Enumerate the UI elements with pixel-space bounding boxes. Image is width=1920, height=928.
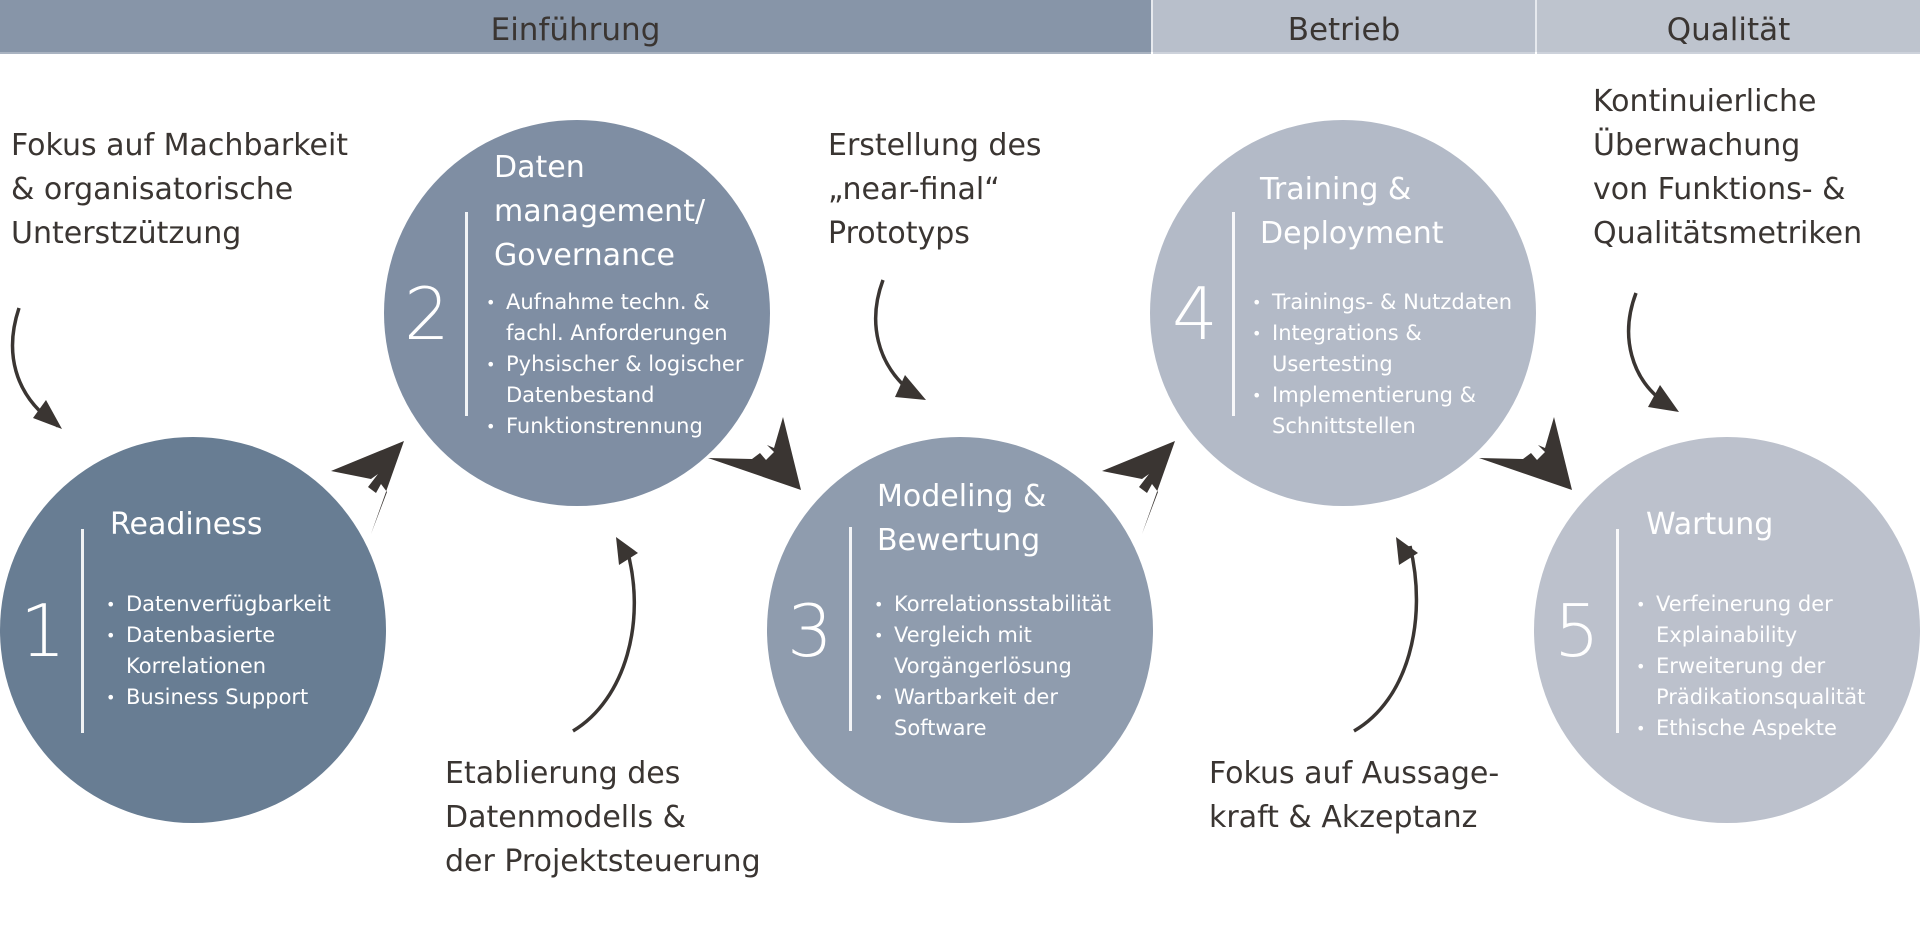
note-machbarkeit: Fokus auf Machbarkeit & organisatorische… <box>11 124 348 256</box>
phase-item-continuation: Datenbestand <box>506 383 655 407</box>
phase-title-line: Modeling & <box>877 479 1047 514</box>
phase-divider-line <box>1232 212 1235 416</box>
phase-divider-line <box>1616 529 1619 733</box>
phase-item: Funktionstrennung <box>486 411 743 442</box>
phase-item: Wartbarkeit der <box>874 682 1111 713</box>
arrowhead-icon <box>1648 385 1679 412</box>
phase-item-continuation: Usertesting <box>1272 352 1393 376</box>
phase-title-line: Governance <box>494 238 675 273</box>
phase-item: Implementierung & <box>1252 380 1512 411</box>
phase-circle-readiness: 1 Readiness Datenverfügbarkeit Datenbasi… <box>0 437 386 823</box>
arrowhead-icon <box>33 400 62 429</box>
note-line: Datenmodells & <box>445 800 687 835</box>
phase-title-line: Training & <box>1260 172 1412 207</box>
phase-item: Business Support <box>106 682 331 713</box>
phase-item-continuation: Korrelationen <box>126 654 267 678</box>
phase-number: 1 <box>20 589 66 673</box>
note-line: Überwachung <box>1593 128 1801 163</box>
phase-title-line: Daten <box>494 150 585 185</box>
arrowhead-icon <box>895 375 926 400</box>
note-line: Fokus auf Aussage- <box>1209 756 1500 791</box>
phase-item-list: Korrelationsstabilität Vergleich mit Vor… <box>874 589 1111 744</box>
note-ueberwachung: Kontinuierliche Überwachung von Funktion… <box>1593 80 1862 256</box>
phase-number: 3 <box>787 589 833 673</box>
note-line: Unterstzützung <box>11 216 242 251</box>
phase-item-continuation: Explainability <box>1656 623 1798 647</box>
note-line: von Funktions- & <box>1593 172 1846 207</box>
bold-arrow-icon <box>1102 441 1175 534</box>
phase-item: Integrations & <box>1252 318 1512 349</box>
phase-item-list: Trainings- & Nutzdaten Integrations & Us… <box>1252 287 1512 442</box>
note-prototyp: Erstellung des „near-final“ Prototyps <box>828 124 1042 256</box>
phase-divider-line <box>81 529 84 733</box>
phase-circle-modeling: 3 Modeling & Bewertung Korrelationsstabi… <box>767 437 1153 823</box>
bold-arrow-icon <box>1479 417 1572 490</box>
header-divider <box>1151 0 1153 52</box>
phase-title: Readiness <box>110 507 263 542</box>
note-line: der Projektsteuerung <box>445 844 761 879</box>
bold-arrow-icon <box>708 417 801 490</box>
phase-title: Modeling & Bewertung <box>877 475 1046 563</box>
phase-circle-training-deployment: 4 Training & Deployment Trainings- & Nut… <box>1150 120 1536 506</box>
phase-item-continuation: Schnittstellen <box>1272 414 1416 438</box>
phase-item: Trainings- & Nutzdaten <box>1252 287 1512 318</box>
phase-item: Vergleich mit <box>874 620 1111 651</box>
phase-item: Korrelationsstabilität <box>874 589 1111 620</box>
phase-item: Verfeinerung der <box>1636 589 1865 620</box>
phase-title-line: Bewertung <box>877 523 1041 558</box>
phase-item-list: Aufnahme techn. & fachl. Anforderungen P… <box>486 287 743 442</box>
header-segment-einfuehrung: Einführung <box>0 0 1151 54</box>
curved-arrow-icon <box>1353 545 1419 733</box>
curved-arrow-icon <box>10 307 59 428</box>
note-line: & organisatorische <box>11 172 294 207</box>
note-line: Kontinuierliche <box>1593 84 1817 119</box>
phase-item-list: Datenverfügbarkeit Datenbasierte Korrela… <box>106 589 331 713</box>
phase-item-continuation: Vorgängerlösung <box>894 654 1072 678</box>
phase-item: Datenbasierte <box>106 620 331 651</box>
phase-number: 2 <box>404 272 450 356</box>
phase-title: Wartung <box>1646 507 1774 542</box>
phase-item: Erweiterung der <box>1636 651 1865 682</box>
header-label-betrieb: Betrieb <box>1287 12 1401 48</box>
note-line: Qualitätsmetriken <box>1593 216 1863 251</box>
phase-title: Training & Deployment <box>1260 168 1444 256</box>
header-segment-qualitaet: Qualität <box>1537 0 1920 54</box>
header-segment-betrieb: Betrieb <box>1153 0 1535 54</box>
curved-arrow-icon <box>572 545 637 733</box>
phase-item-continuation: fachl. Anforderungen <box>506 321 728 345</box>
phase-circle-wartung: 5 Wartung Verfeinerung der Explainabilit… <box>1534 437 1920 823</box>
curved-arrow-icon <box>873 279 917 397</box>
arrowhead-icon <box>1396 537 1418 565</box>
phase-item: Datenverfügbarkeit <box>106 589 331 620</box>
header-label-qualitaet: Qualität <box>1666 12 1791 48</box>
arrowhead-icon <box>616 537 638 565</box>
phase-item: Aufnahme techn. & <box>486 287 743 318</box>
phase-divider-line <box>849 527 852 731</box>
phase-title: Daten management/ Governance <box>494 146 705 278</box>
phase-title-line: Deployment <box>1260 216 1444 251</box>
note-line: „near-final“ <box>828 172 1000 207</box>
header-divider <box>1535 0 1537 52</box>
phase-number: 4 <box>1172 272 1218 356</box>
bold-arrow-icon <box>331 441 404 534</box>
note-line: Etablierung des <box>445 756 681 791</box>
note-akzeptanz: Fokus auf Aussage- kraft & Akzeptanz <box>1209 752 1499 840</box>
phase-divider-line <box>465 212 468 416</box>
note-line: Prototyps <box>828 216 970 251</box>
phase-item-list: Verfeinerung der Explainability Erweiter… <box>1636 589 1865 744</box>
note-line: Erstellung des <box>828 128 1042 163</box>
note-line: kraft & Akzeptanz <box>1209 800 1478 835</box>
phase-item: Ethische Aspekte <box>1636 713 1865 744</box>
phase-circle-datenmanagement: 2 Daten management/ Governance Aufnahme … <box>384 120 770 506</box>
phase-number: 5 <box>1554 589 1600 673</box>
note-line: Fokus auf Machbarkeit <box>11 128 349 163</box>
phase-title-line: management/ <box>494 194 706 229</box>
note-datenmodell: Etablierung des Datenmodells & der Proje… <box>445 752 761 884</box>
phase-item-continuation: Prädikationsqualität <box>1656 685 1866 709</box>
phase-item: Pyhsischer & logischer <box>486 349 743 380</box>
phase-item-continuation: Software <box>894 716 987 740</box>
header-label-einfuehrung: Einführung <box>490 12 661 48</box>
